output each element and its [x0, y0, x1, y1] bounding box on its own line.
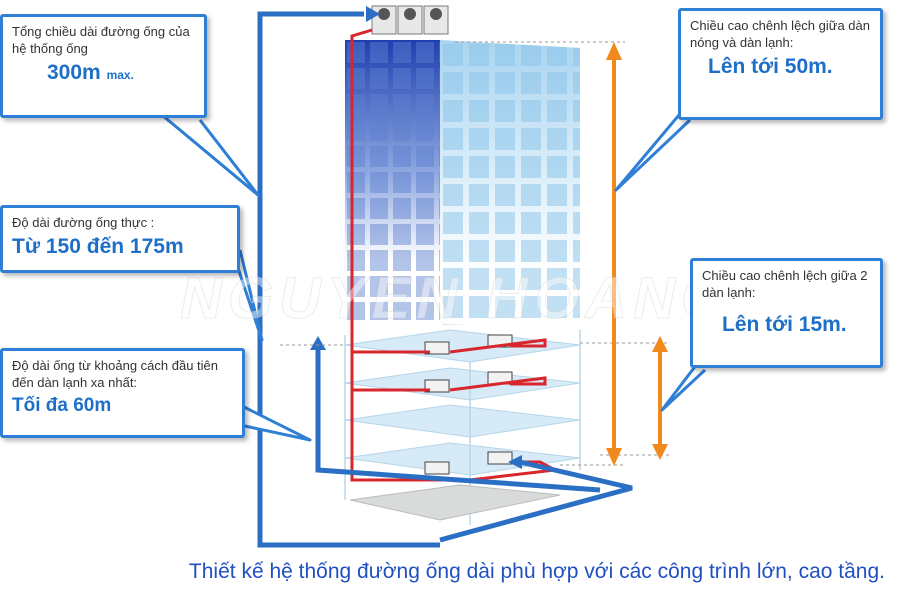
callout-first-branch: Độ dài ống từ khoảng cách đầu tiên đến d… — [0, 348, 245, 438]
height-indoor-indoor-value: Lên tới 15m. — [722, 313, 847, 336]
caption: Thiết kế hệ thống đường ống dài phù hợp … — [188, 560, 885, 583]
building-right-windows — [440, 40, 580, 325]
height-arrow-50m — [606, 42, 622, 466]
first-branch-value: Tối đa 60m — [12, 395, 112, 416]
first-branch-label: Độ dài ống từ khoảng cách đầu tiên đến d… — [12, 358, 219, 390]
outdoor-units — [371, 5, 449, 35]
height-indoor-indoor-label: Chiều cao chênh lệch giữa 2 dàn lạnh: — [702, 268, 868, 300]
height-outdoor-indoor-value: Lên tới 50m. — [708, 55, 833, 78]
building-left-windows — [345, 40, 440, 320]
callout-height-indoor-indoor: Chiều cao chênh lệch giữa 2 dàn lạnh: Lê… — [690, 258, 883, 368]
blue-arrow-roof — [366, 6, 380, 22]
watermark: NGUYEN HOANG — [180, 266, 732, 331]
blue-piping — [257, 11, 633, 548]
ground-slab — [349, 484, 561, 521]
blue-arrow-unit — [508, 455, 522, 469]
height-outdoor-indoor-label: Chiều cao chênh lệch giữa dàn nóng và dà… — [690, 18, 870, 50]
total-length-value: 300m — [47, 61, 101, 84]
indoor-units — [424, 334, 513, 475]
callout-total-length: Tổng chiều dài đường ống của hệ thống ốn… — [0, 14, 207, 118]
actual-length-label: Độ dài đường ống thực : — [12, 215, 155, 230]
total-length-label: Tổng chiều dài đường ống của hệ thống ốn… — [12, 24, 190, 56]
blue-arrow-up — [310, 336, 326, 350]
floor-slab-3 — [344, 404, 581, 438]
total-length-unit: max. — [106, 68, 134, 82]
callout-height-outdoor-indoor: Chiều cao chênh lệch giữa dàn nóng và dà… — [678, 8, 883, 120]
callout-actual-length: Độ dài đường ống thực : Từ 150 đến 175m — [0, 205, 240, 273]
actual-length-value: Từ 150 đến 175m — [12, 235, 184, 258]
height-arrow-15m — [652, 336, 668, 460]
